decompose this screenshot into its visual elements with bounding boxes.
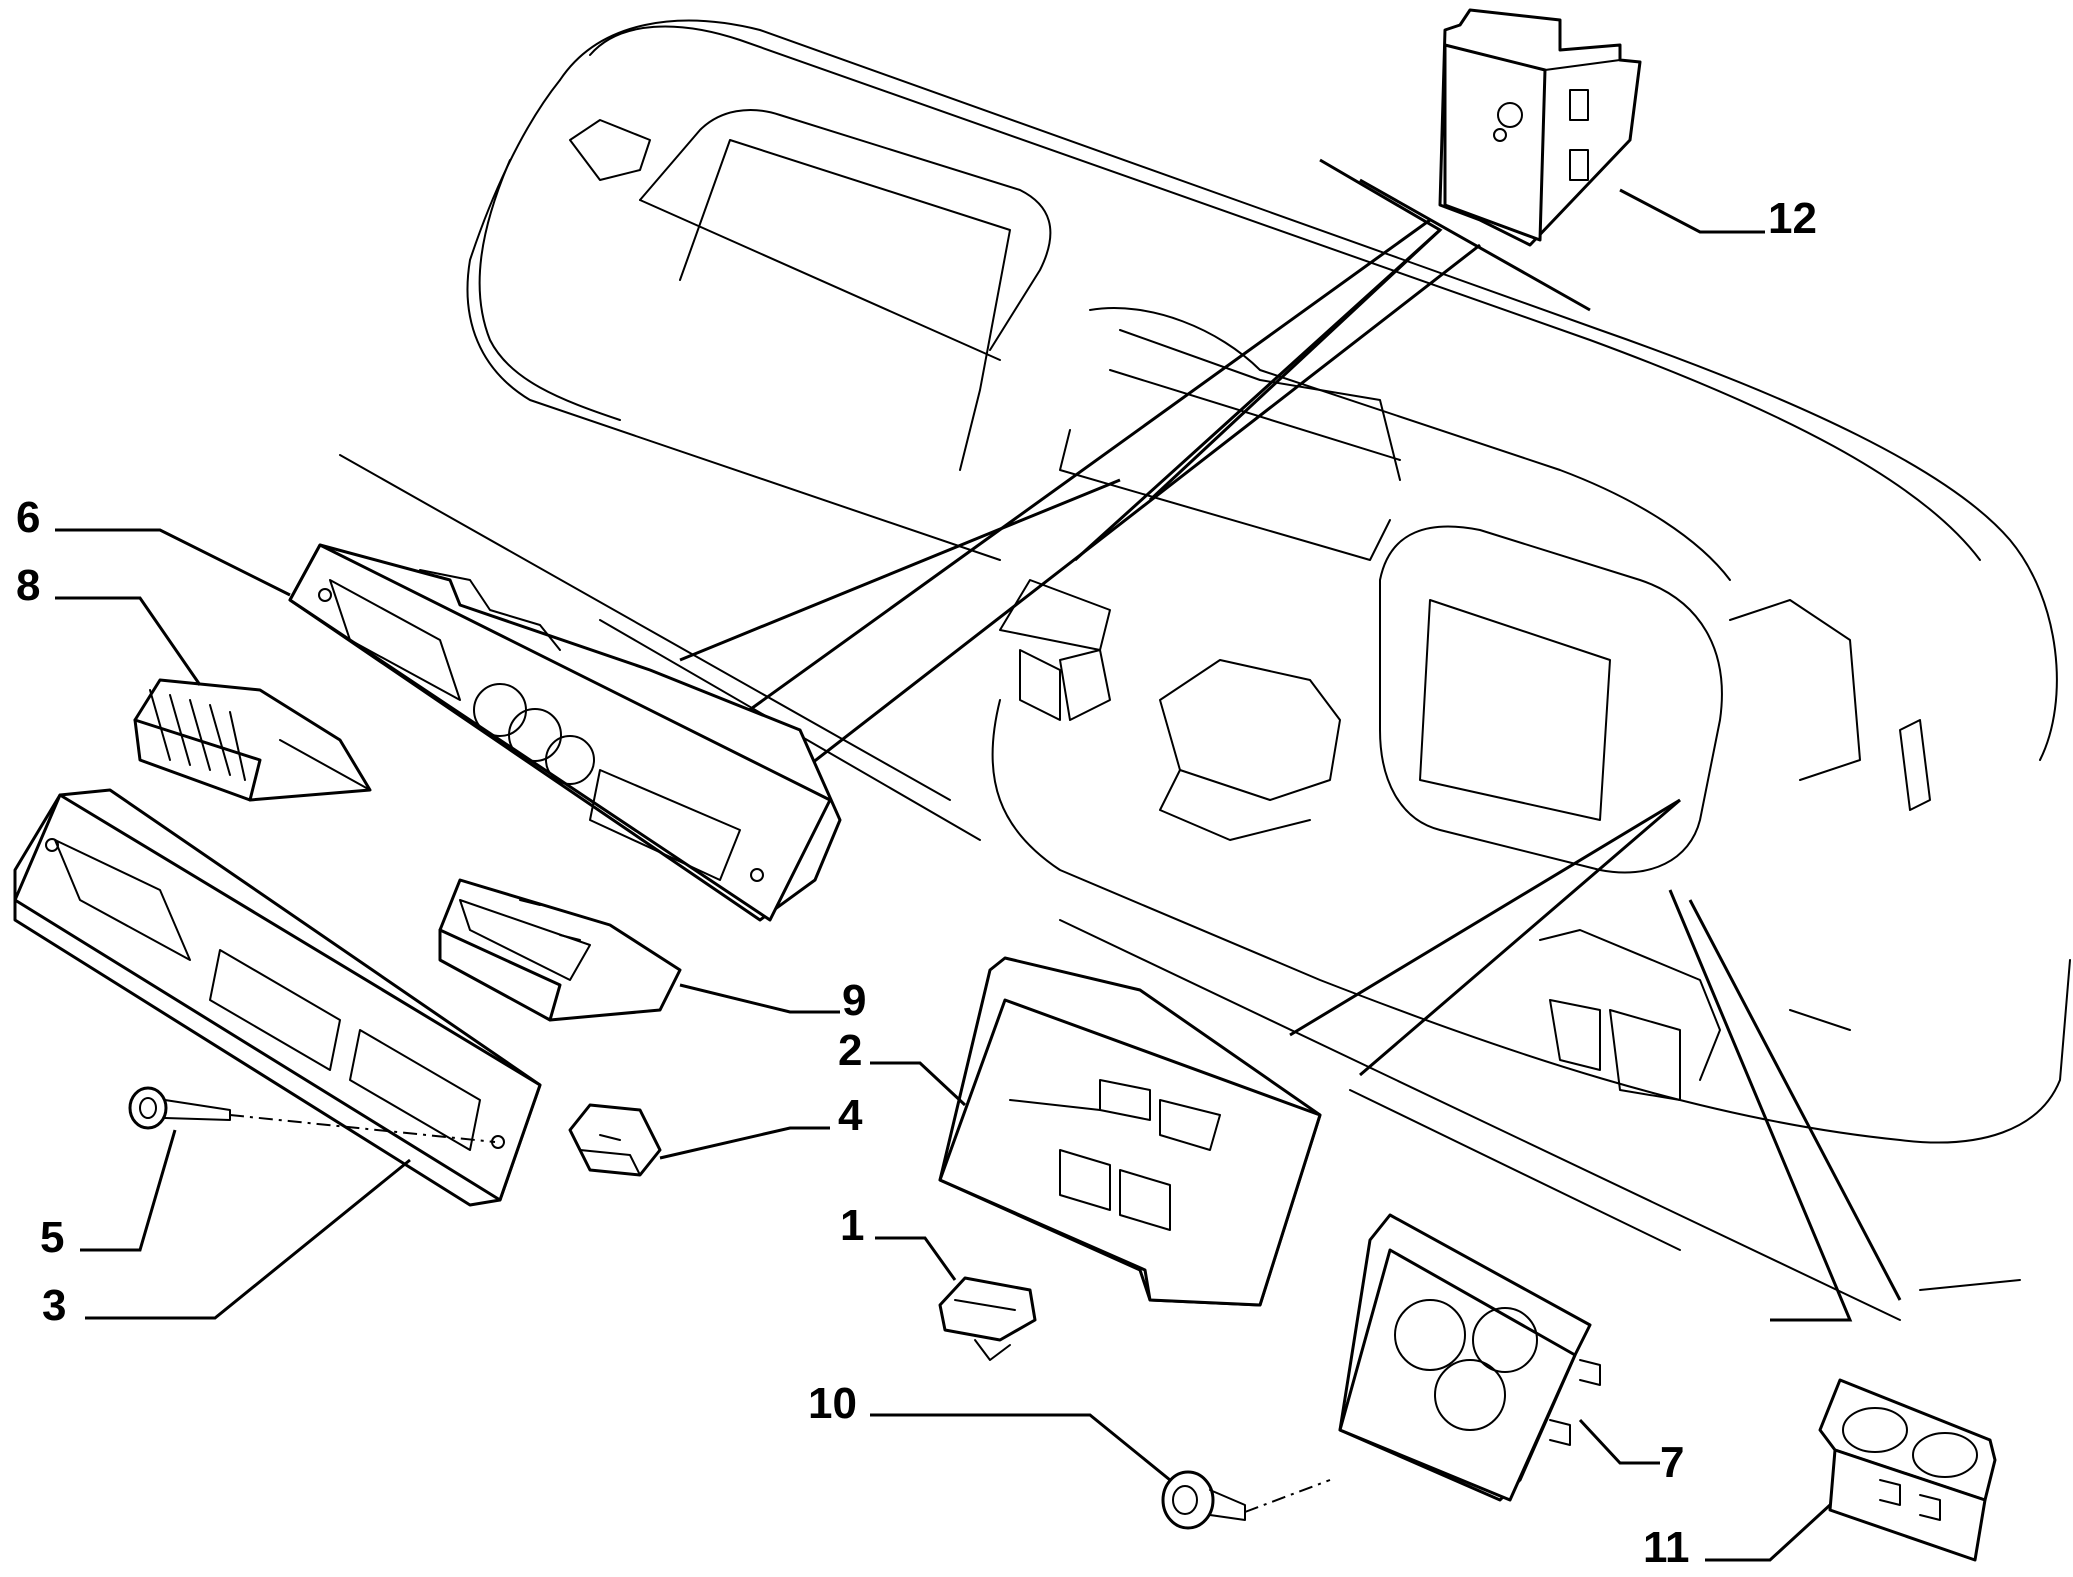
dashboard-outline <box>339 19 2071 1321</box>
callout-4: 4 <box>659 1091 863 1160</box>
part-4-switch <box>568 1103 662 1177</box>
callout-label-5: 5 <box>40 1213 64 1262</box>
callout-label-11: 11 <box>1643 1523 1690 1572</box>
callout-2: 2 <box>838 1026 967 1107</box>
callout-label-1: 1 <box>840 1201 864 1250</box>
callout-label-10: 10 <box>808 1379 857 1428</box>
callout-label-7: 7 <box>1660 1438 1684 1487</box>
callout-label-6: 6 <box>16 493 40 542</box>
callout-3: 3 <box>42 1158 411 1330</box>
callout-8: 8 <box>16 561 202 686</box>
callout-11: 11 <box>1643 1503 1832 1572</box>
leader-lines <box>679 158 1902 1322</box>
callout-12: 12 <box>1619 188 1817 243</box>
callout-9: 9 <box>679 976 866 1025</box>
callout-1: 1 <box>840 1201 957 1281</box>
callout-label-9: 9 <box>842 976 866 1025</box>
part-3-front-panel <box>13 788 542 1207</box>
callout-7: 7 <box>1578 1418 1684 1487</box>
callout-6: 6 <box>16 493 291 597</box>
part-1-button <box>938 1276 1037 1361</box>
part-7-cupholder <box>1338 1213 1601 1502</box>
part-12-switch-block <box>1438 8 1642 247</box>
callout-10: 10 <box>808 1379 1171 1482</box>
callout-label-8: 8 <box>16 561 40 610</box>
part-6-control-panel <box>288 543 842 922</box>
part-10-knob <box>1161 1470 1331 1530</box>
part-9-switch <box>438 878 682 1022</box>
callout-5: 5 <box>40 1129 177 1262</box>
part-5-screw <box>128 1086 496 1143</box>
callout-label-3: 3 <box>42 1281 66 1330</box>
part-11-cupholder <box>1818 1378 1997 1562</box>
callout-label-4: 4 <box>838 1091 863 1140</box>
callout-label-2: 2 <box>838 1026 862 1075</box>
part-2-switch-panel <box>938 956 1322 1307</box>
callout-label-12: 12 <box>1768 194 1817 243</box>
part-8-switch <box>133 678 372 802</box>
